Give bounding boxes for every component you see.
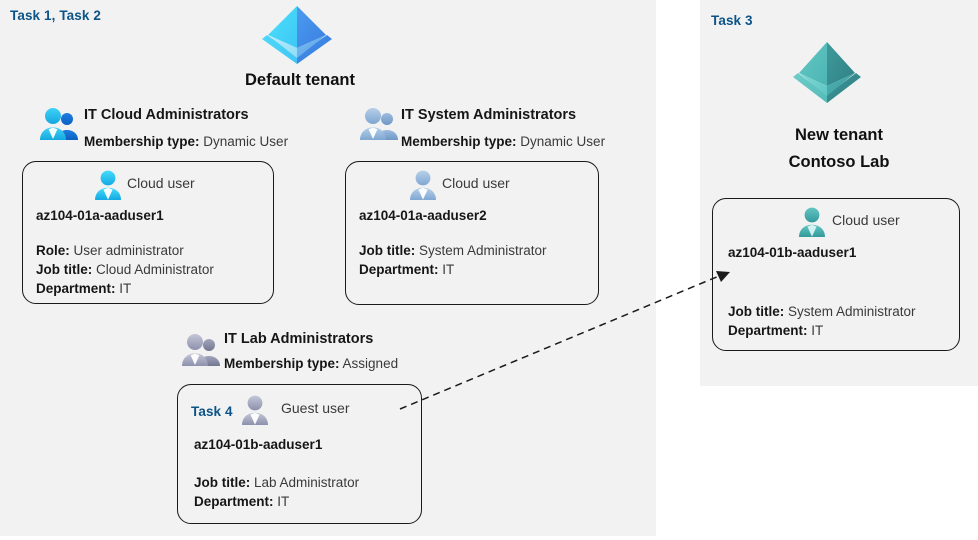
attr-role: Role: User administrator: [36, 243, 184, 258]
group-3-membership: Membership type: Assigned: [224, 356, 398, 371]
group-3-membership-label: Membership type:: [224, 356, 340, 371]
attr-department: Department: IT: [194, 494, 290, 509]
attr-department: Department: IT: [359, 262, 455, 277]
user-type-label: Cloud user: [442, 175, 510, 191]
user-name-label: az104-01a-aaduser2: [359, 208, 487, 223]
user-attributes: Job title: System Administrator Departme…: [359, 241, 547, 279]
attr-job-title: Job title: System Administrator: [728, 304, 916, 319]
new-tenant-title-line2: Contoso Lab: [788, 153, 890, 171]
user-card-guest-aaduser1[interactable]: Task 4 Guest user az104-01b-aaduser1 Job…: [177, 384, 422, 524]
user-name-label: az104-01a-aaduser1: [36, 208, 164, 223]
group-1-membership-value: Dynamic User: [203, 134, 289, 149]
user-card-aaduser2[interactable]: Cloud user az104-01a-aaduser2 Job title:…: [345, 161, 599, 305]
group-2-membership-label: Membership type:: [401, 134, 517, 149]
user-card-contoso-aaduser1[interactable]: Cloud user az104-01b-aaduser1 Job title:…: [712, 198, 960, 351]
attr-job-title: Job title: Cloud Administrator: [36, 262, 214, 277]
user-attributes: Role: User administrator Job title: Clou…: [36, 241, 214, 298]
user-type-label: Cloud user: [127, 175, 195, 191]
user-attributes: Job title: System Administrator Departme…: [728, 302, 916, 340]
default-tenant-title: Default tenant: [244, 71, 355, 89]
group-3-name: IT Lab Administrators: [224, 331, 374, 347]
user-attributes: Job title: Lab Administrator Department:…: [194, 473, 359, 511]
group-2-membership-value: Dynamic User: [520, 134, 606, 149]
group-1-membership: Membership type: Dynamic User: [84, 134, 288, 149]
user-type-label: Cloud user: [832, 212, 900, 228]
group-users-icon: [181, 332, 221, 368]
cloud-user-icon: [797, 206, 827, 238]
group-users-icon: [39, 106, 79, 142]
user-name-label: az104-01b-aaduser1: [194, 437, 323, 452]
group-3-membership-value: Assigned: [342, 356, 399, 371]
guest-user-icon: [240, 394, 270, 426]
new-tenant-title-line1: New tenant: [794, 126, 883, 144]
task-label-1-2: Task 1, Task 2: [10, 8, 101, 23]
task-label-3: Task 3: [711, 13, 753, 28]
user-type-label: Guest user: [281, 400, 350, 416]
azure-tenant-icon: [256, 2, 338, 64]
attr-job-title: Job title: System Administrator: [359, 243, 547, 258]
group-1-name: IT Cloud Administrators: [84, 107, 249, 123]
group-1-membership-label: Membership type:: [84, 134, 200, 149]
group-2-membership: Membership type: Dynamic User: [401, 134, 605, 149]
attr-department: Department: IT: [36, 281, 132, 296]
user-card-aaduser1[interactable]: Cloud user az104-01a-aaduser1 Role: User…: [22, 161, 274, 304]
task-label-4: Task 4: [191, 404, 233, 419]
cloud-user-icon: [408, 169, 438, 201]
user-name-label: az104-01b-aaduser1: [728, 245, 857, 260]
cloud-user-icon: [93, 169, 123, 201]
group-users-icon: [359, 106, 399, 142]
attr-department: Department: IT: [728, 323, 824, 338]
azure-tenant-icon: [788, 36, 866, 104]
attr-job-title: Job title: Lab Administrator: [194, 475, 360, 490]
group-2-name: IT System Administrators: [401, 107, 577, 123]
